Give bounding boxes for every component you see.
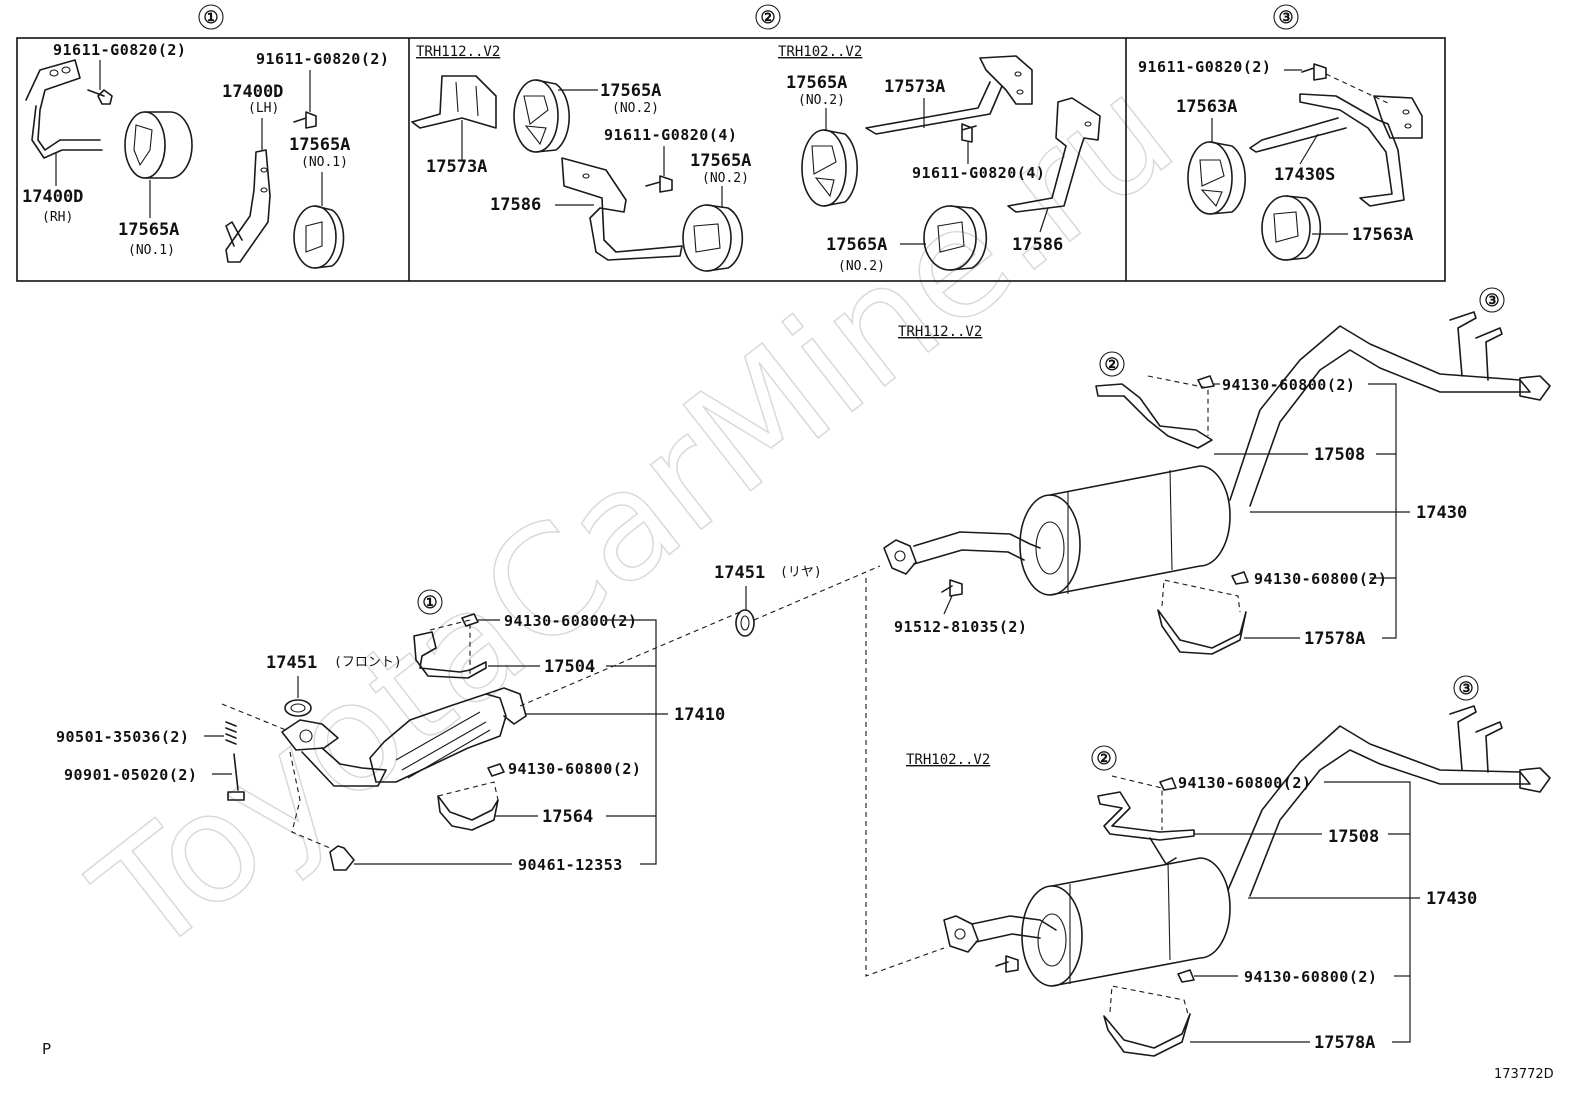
svg-text:(NO.2): (NO.2) [702, 171, 749, 186]
svg-text:17573A: 17573A [884, 77, 945, 97]
box1-illustrations [25, 59, 345, 269]
svg-text:17565A: 17565A [690, 151, 751, 171]
svg-text:91611-G0820(4): 91611-G0820(4) [604, 126, 737, 144]
svg-text:91611-G0820(2): 91611-G0820(2) [256, 50, 389, 68]
svg-text:(RH): (RH) [42, 210, 73, 225]
svg-text:17430S: 17430S [1274, 165, 1335, 185]
svg-text:17508: 17508 [1314, 445, 1365, 465]
svg-text:17451: 17451 [714, 563, 765, 583]
watermark: ToyotaCarMine.ru [64, 44, 1205, 988]
svg-text:17564: 17564 [542, 807, 593, 827]
svg-text:17451: 17451 [266, 653, 317, 673]
svg-text:17504: 17504 [544, 657, 595, 677]
svg-text:17586: 17586 [490, 195, 541, 215]
svg-text:TRH102..V2: TRH102..V2 [778, 44, 862, 60]
svg-text:TRH112..V2: TRH112..V2 [898, 324, 982, 340]
svg-text:17565A: 17565A [786, 73, 847, 93]
svg-text:①: ① [422, 593, 437, 613]
svg-text:(フロント): (フロント) [334, 655, 402, 670]
svg-text:17563A: 17563A [1176, 97, 1237, 117]
svg-text:91611-G0820(2): 91611-G0820(2) [1138, 58, 1271, 76]
svg-text:(NO.2): (NO.2) [838, 259, 885, 274]
svg-text:17400D: 17400D [22, 187, 83, 207]
svg-text:17565A: 17565A [826, 235, 887, 255]
svg-text:17565A: 17565A [600, 81, 661, 101]
svg-text:17563A: 17563A [1352, 225, 1413, 245]
svg-text:(リヤ): (リヤ) [780, 565, 822, 580]
box3-labels: 91611-G0820(2) 17563A 17430S 17563A [1138, 58, 1413, 245]
svg-text:TRH112..V2: TRH112..V2 [416, 44, 500, 60]
svg-text:(NO.2): (NO.2) [798, 93, 845, 108]
svg-text:94130-60800(2): 94130-60800(2) [1222, 376, 1355, 394]
svg-text:17573A: 17573A [426, 157, 487, 177]
svg-text:(NO.1): (NO.1) [128, 243, 175, 258]
svg-text:17508: 17508 [1328, 827, 1379, 847]
svg-text:90901-05020(2): 90901-05020(2) [64, 766, 197, 784]
svg-text:17565A: 17565A [289, 135, 350, 155]
svg-text:②: ② [1096, 749, 1111, 769]
svg-text:94130-60800(2): 94130-60800(2) [504, 612, 637, 630]
svg-text:17430: 17430 [1416, 503, 1467, 523]
section-marker-3: ③ [1278, 8, 1293, 28]
svg-text:17400D: 17400D [222, 82, 283, 102]
svg-text:17410: 17410 [674, 705, 725, 725]
svg-text:TRH102..V2: TRH102..V2 [906, 752, 990, 768]
svg-text:(NO.1): (NO.1) [301, 155, 348, 170]
svg-text:90461-12353: 90461-12353 [518, 856, 623, 874]
box3-illustrations [1187, 63, 1423, 261]
svg-text:91512-81035(2): 91512-81035(2) [894, 618, 1027, 636]
svg-text:94130-60800(2): 94130-60800(2) [1178, 774, 1311, 792]
svg-text:17565A: 17565A [118, 220, 179, 240]
svg-text:94130-60800(2): 94130-60800(2) [508, 760, 641, 778]
svg-text:94130-60800(2): 94130-60800(2) [1254, 570, 1387, 588]
box1-labels: 91611-G0820(2) 91611-G0820(2) 17400D (LH… [22, 41, 389, 258]
front-section-illustration [221, 565, 945, 977]
svg-text:③: ③ [1484, 291, 1499, 311]
svg-text:(NO.2): (NO.2) [612, 101, 659, 116]
footer-mark: P [42, 1040, 52, 1058]
svg-text:17586: 17586 [1012, 235, 1063, 255]
main-labels: TRH112..V2 TRH102..V2 ③ ② ③ ② ① 17451 (リ… [56, 287, 1505, 1053]
section-marker-2: ② [760, 8, 775, 28]
rear-top-illustration [883, 311, 1551, 655]
box2-labels: TRH112..V2 TRH102..V2 17573A 17565A (NO.… [416, 44, 1063, 274]
rear-bottom-illustration [943, 705, 1551, 1057]
svg-text:17430: 17430 [1426, 889, 1477, 909]
top-parts-boxes: ① ② ③ [16, 4, 1446, 282]
box2-illustrations [411, 55, 1101, 272]
svg-text:91611-G0820(2): 91611-G0820(2) [53, 41, 186, 59]
svg-text:91611-G0820(4): 91611-G0820(4) [912, 164, 1045, 182]
svg-text:94130-60800(2): 94130-60800(2) [1244, 968, 1377, 986]
svg-text:(LH): (LH) [248, 101, 279, 116]
section-marker-1: ① [203, 8, 218, 28]
svg-text:17578A: 17578A [1304, 629, 1365, 649]
svg-text:③: ③ [1458, 679, 1473, 699]
svg-text:②: ② [1104, 355, 1119, 375]
diagram-id: 173772D [1494, 1067, 1554, 1082]
svg-text:90501-35036(2): 90501-35036(2) [56, 728, 189, 746]
svg-text:17578A: 17578A [1314, 1033, 1375, 1053]
